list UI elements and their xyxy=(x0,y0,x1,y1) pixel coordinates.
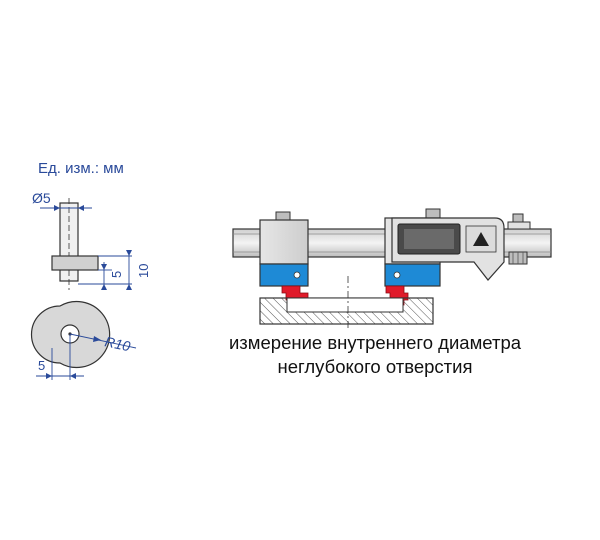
arrow-icon xyxy=(54,205,60,211)
jaw-blue-section xyxy=(259,263,309,287)
jaw-blue-section xyxy=(384,263,441,287)
units-label: Ед. изм.: мм xyxy=(38,160,124,177)
arrow-icon xyxy=(126,250,132,256)
screw-icon xyxy=(293,271,301,279)
workpiece xyxy=(259,297,434,325)
left-jaw xyxy=(259,211,309,306)
arrow-icon xyxy=(101,284,107,290)
caliper-illustration xyxy=(232,208,552,330)
lock-screw-icon xyxy=(512,213,524,223)
pin-side-view: Ø5 5 10 xyxy=(32,190,151,290)
knob-icon xyxy=(425,208,441,219)
pin-flange xyxy=(51,255,99,271)
caption-line-2: неглубокого отверстия xyxy=(277,356,473,377)
arrow-icon xyxy=(70,373,76,379)
disc-top-view: R10 5 xyxy=(30,300,137,380)
arrow-icon xyxy=(126,284,132,290)
arrow-icon xyxy=(93,336,101,342)
offset-small-label: 5 xyxy=(109,271,124,278)
radius-leader xyxy=(69,333,137,349)
arrow-icon xyxy=(101,264,107,270)
jaw-body xyxy=(259,219,309,265)
offset-total-label: 10 xyxy=(136,264,151,278)
arrow-icon xyxy=(78,205,84,211)
disc-offset-label: 5 xyxy=(38,358,45,373)
lcd-inner xyxy=(404,229,454,249)
pin-diameter-label: Ø5 xyxy=(32,190,51,206)
shallow-hole xyxy=(286,297,404,313)
caption-line-1: измерение внутреннего диаметра xyxy=(228,332,522,353)
logo-triangle-icon xyxy=(473,232,489,246)
arrow-icon xyxy=(46,373,52,379)
screw-icon xyxy=(393,271,401,279)
radius-label: R10 xyxy=(103,333,132,354)
